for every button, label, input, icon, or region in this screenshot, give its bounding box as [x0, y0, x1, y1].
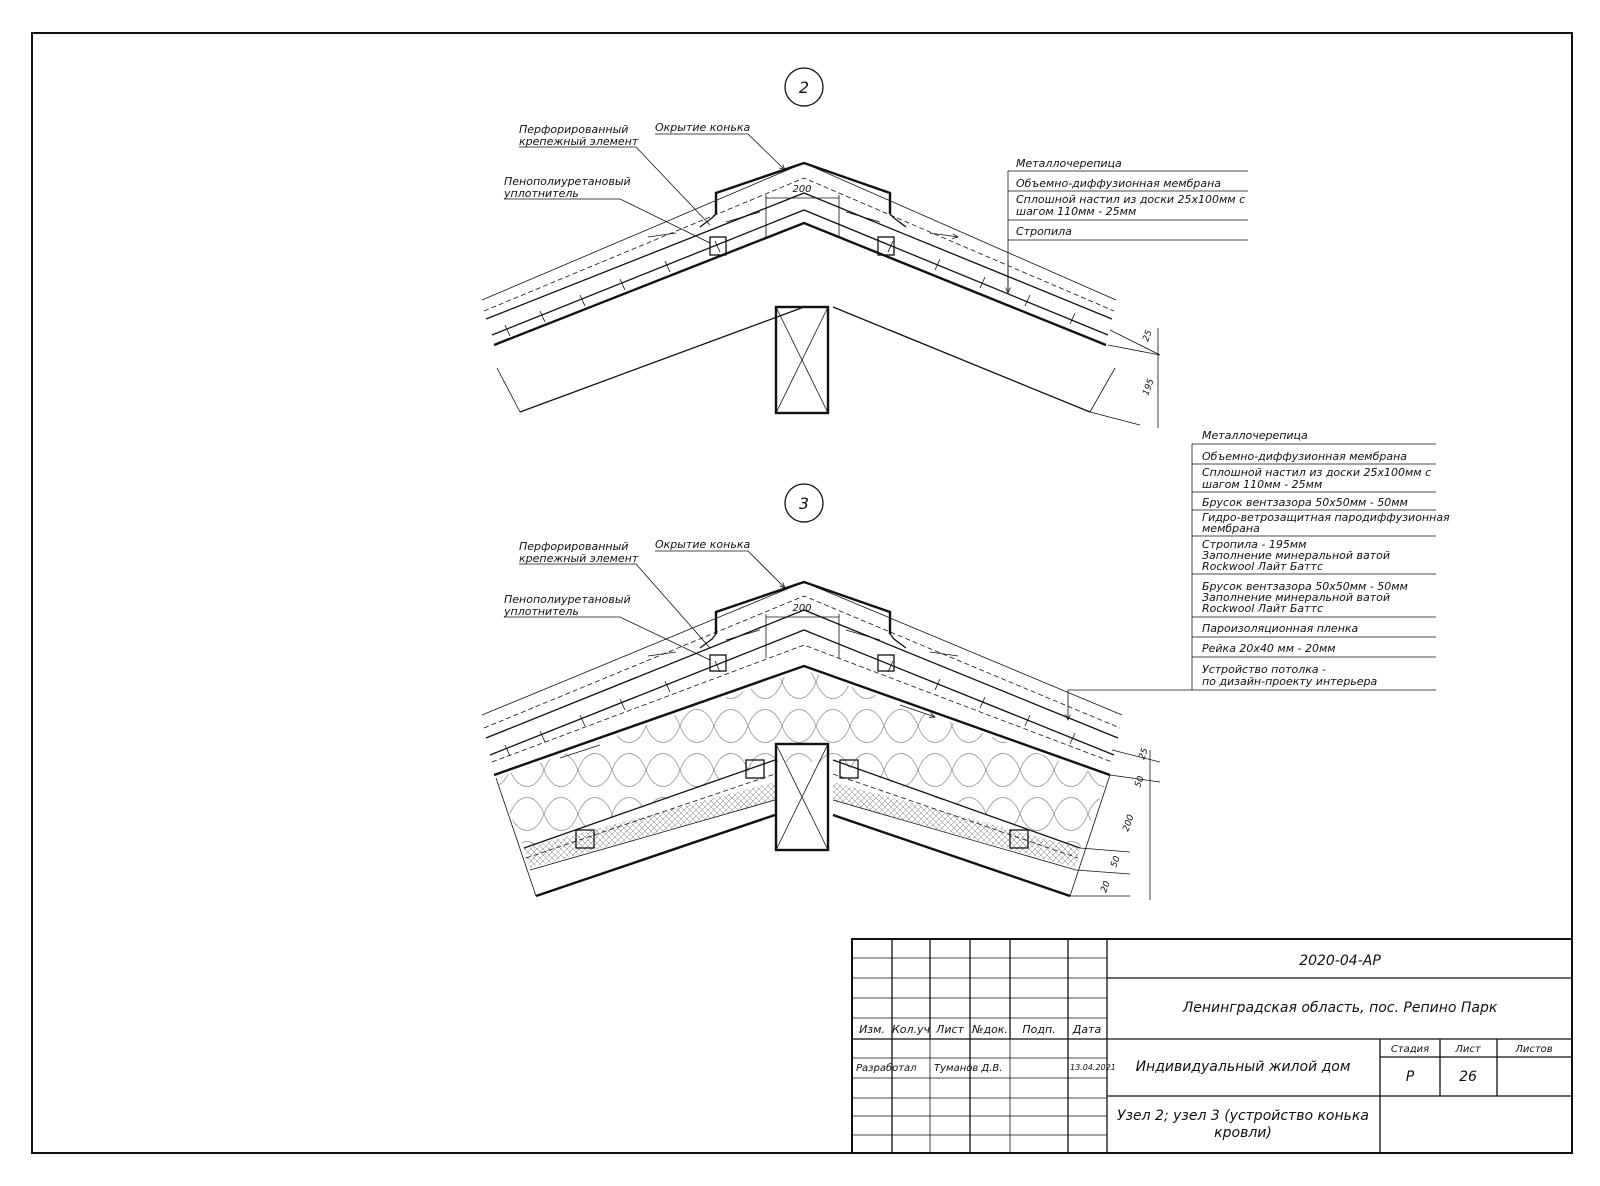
detail-3-dim-20: 20	[1099, 880, 1112, 894]
stamp-sheets-label: Листов	[1514, 1044, 1552, 1055]
detail-3-layer-5: Гидро-ветрозащитная пародиффузионная	[1202, 511, 1450, 524]
detail-3-sealant-right	[877, 654, 895, 672]
detail-3-roof-layers	[481, 581, 1123, 898]
detail-2-dim-25: 25	[1141, 329, 1154, 343]
detail-3-layer-9: Рейка 20х40 мм - 20мм	[1202, 642, 1336, 655]
detail-3-dim-50b: 50	[1109, 855, 1122, 869]
detail-2-layer-3: Сплошной настил из доски 25х100мм с	[1016, 193, 1245, 206]
detail-3-layer-7b: Заполнение минеральной ватой	[1202, 591, 1390, 604]
detail-3-marker	[784, 483, 824, 523]
detail-3-layer-8: Пароизоляционная пленка	[1202, 622, 1359, 635]
sheet-frame	[31, 32, 1573, 1154]
detail-2: 2 200 25 195	[481, 67, 1248, 428]
detail-3-layer-6c: Rockwool Лайт Баттс	[1202, 560, 1323, 573]
stamp-stage-label: Стадия	[1391, 1044, 1429, 1055]
detail-3-label-sealant-2: уплотнитель	[503, 605, 579, 618]
detail-2-layer-1: Металлочерепица	[1016, 157, 1122, 170]
stamp-header-doc: №док.	[971, 1023, 1008, 1036]
detail-3-ridge-cover	[714, 580, 892, 634]
detail-3-dim-200: 200	[792, 603, 811, 614]
detail-3-layer-7: Брусок вентзазора 50х50мм - 50мм	[1202, 580, 1408, 593]
detail-3-layer-6b: Заполнение минеральной ватой	[1202, 549, 1390, 562]
stamp-code: 2020-04-АР	[1299, 953, 1381, 969]
detail-3-layer-7c: Rockwool Лайт Баттс	[1202, 602, 1323, 615]
detail-3-layer-10b: по дизайн-проекту интерьера	[1202, 675, 1378, 688]
detail-2-sealant-right	[877, 236, 895, 256]
detail-2-sealant-left	[709, 236, 727, 256]
detail-3-layer-10: Устройство потолка -	[1202, 663, 1326, 676]
stamp-object: Индивидуальный жилой дом	[1136, 1059, 1351, 1075]
detail-2-label-sealant-1: Пенополиуретановый	[504, 175, 631, 188]
detail-3: 3	[481, 429, 1450, 900]
detail-3-number: 3	[799, 494, 809, 513]
detail-2-label-sealant-2: уплотнитель	[503, 187, 579, 200]
detail-2-roof-layers	[481, 162, 1117, 413]
stamp-developer: Туманов Д.В.	[934, 1063, 1002, 1074]
detail-2-layer-3b: шагом 110мм - 25мм	[1016, 205, 1136, 218]
detail-2-layer-2: Объемно-диффузионная мембрана	[1016, 177, 1221, 190]
detail-2-layer-4: Стропила	[1016, 225, 1072, 238]
detail-3-layer-3b: шагом 110мм - 25мм	[1202, 478, 1322, 491]
stamp-header-list: Лист	[935, 1023, 964, 1036]
detail-2-ridge-beam	[774, 305, 830, 415]
detail-3-layer-legend: Металлочерепица Объемно-диффузионная мем…	[1068, 429, 1450, 720]
stamp-stage: Р	[1406, 1069, 1415, 1085]
detail-3-dim-25: 25	[1137, 747, 1150, 761]
stamp-header-podp: Подп.	[1022, 1023, 1055, 1036]
detail-3-layer-2: Объемно-диффузионная мембрана	[1202, 450, 1407, 463]
detail-3-sealant-left	[709, 654, 727, 672]
detail-3-ridge-beam	[774, 742, 830, 852]
detail-2-label-ridge-cover: Окрытие конька	[655, 121, 750, 134]
detail-3-layer-4: Брусок вентзазора 50х50мм - 50мм	[1202, 496, 1408, 509]
detail-3-layer-3: Сплошной настил из доски 25х100мм с	[1202, 466, 1431, 479]
stamp-sheet-label: Лист	[1454, 1044, 1482, 1055]
detail-3-label-sealant-1: Пенополиуретановый	[504, 593, 631, 606]
detail-3-dim-50a: 50	[1133, 775, 1146, 789]
stamp-developed-label: Разработал	[856, 1062, 917, 1074]
detail-3-layer-5b: мембрана	[1202, 522, 1260, 535]
stamp-drawing-title-1: Узел 2; узел 3 (устройство конька	[1117, 1108, 1369, 1124]
stamp-header-kol: Кол.уч	[892, 1023, 931, 1036]
detail-3-layer-1: Металлочерепица	[1202, 429, 1308, 442]
detail-2-layer-legend: Металлочерепица Объемно-диффузионная мем…	[1008, 157, 1248, 293]
detail-3-label-ridge-cover: Окрытие конька	[655, 538, 750, 551]
detail-2-dim-195: 195	[1141, 377, 1156, 397]
stamp-date: 13.04.2021	[1070, 1063, 1116, 1072]
detail-2-dim-200: 200	[792, 184, 811, 195]
stamp-header-date: Дата	[1072, 1023, 1102, 1036]
detail-3-layer-6: Стропила - 195мм	[1202, 538, 1306, 551]
detail-2-marker	[784, 67, 824, 107]
title-block: 2020-04-АР Ленинградская область, пос. Р…	[851, 938, 1573, 1154]
detail-3-label-perforated-1: Перфорированный	[519, 540, 628, 553]
stamp-drawing-title-2: кровли)	[1214, 1125, 1272, 1141]
detail-3-dim-200: 200	[1121, 813, 1136, 833]
detail-2-label-perforated-1: Перфорированный	[519, 123, 628, 136]
stamp-header-izm: Изм.	[859, 1023, 885, 1036]
stamp-location: Ленинградская область, пос. Репино Парк	[1182, 1000, 1498, 1016]
detail-3-label-perforated-2: крепежный элемент	[519, 552, 639, 565]
detail-2-ridge-cover	[714, 161, 892, 214]
stamp-sheet: 26	[1459, 1069, 1477, 1085]
detail-2-number: 2	[799, 78, 809, 97]
detail-2-label-perforated-2: крепежный элемент	[519, 135, 639, 148]
